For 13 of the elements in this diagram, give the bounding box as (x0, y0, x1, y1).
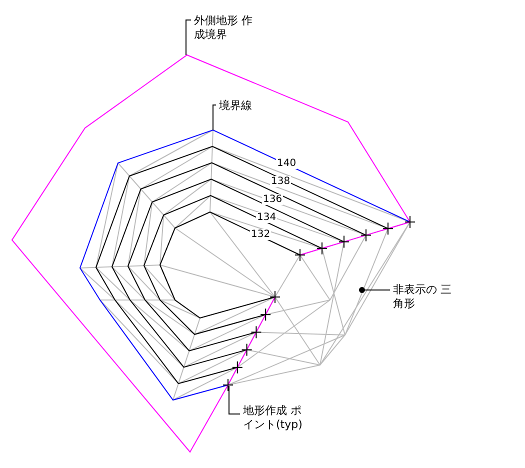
callout-text: 非表示の 三角形 (393, 283, 453, 311)
contour-label: 136 (262, 194, 284, 205)
leader-line (186, 20, 192, 56)
leader-line (228, 386, 240, 414)
contour-label: 134 (256, 212, 278, 223)
contour-label: 138 (270, 176, 292, 187)
callout-text: 外側地形 作成境界 (194, 14, 254, 42)
contour-label: 132 (250, 229, 272, 240)
callout-text: 境界線 (219, 99, 279, 113)
leader-line (212, 104, 216, 130)
callout-text: 地形作成 ポイント(typ) (243, 404, 303, 432)
contour-label: 140 (276, 158, 298, 169)
leader-line (359, 287, 390, 293)
